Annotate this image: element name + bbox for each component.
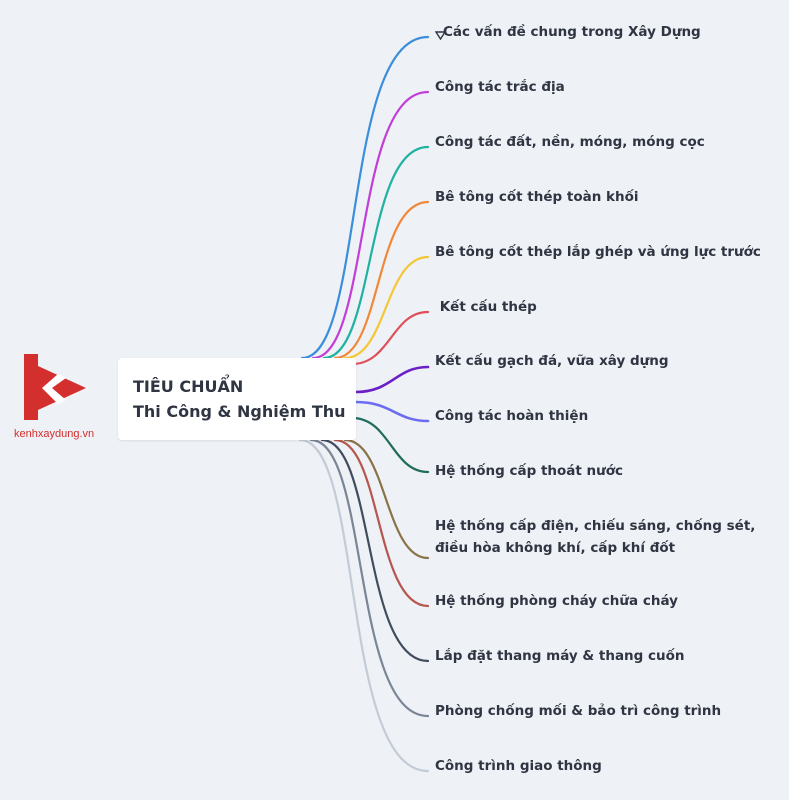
branch-steel-structure[interactable]: Kết cấu thép (435, 299, 537, 315)
connector-line (333, 200, 430, 360)
branch-electrical-hvac[interactable]: Hệ thống cấp điện, chiếu sáng, chống sét… (435, 518, 756, 556)
branch-monolithic-concrete[interactable]: Bê tông cốt thép toàn khối (435, 189, 639, 205)
connector-line (350, 416, 430, 474)
branch-surveying[interactable]: Công tác trắc địa (435, 79, 565, 95)
play-logo-icon (24, 354, 86, 420)
connector-line (298, 438, 430, 773)
logo: kenhxaydung.vn (14, 352, 104, 444)
connector-line (333, 438, 430, 608)
branch-label: Các vấn đề chung trong Xây Dựng (443, 24, 701, 40)
branch-transport-works[interactable]: Công trình giao thông (435, 758, 602, 774)
connector-line (311, 90, 430, 360)
branch-termite-maintenance[interactable]: Phòng chống mối & bảo trì công trình (435, 703, 722, 719)
connector-line (354, 400, 430, 423)
connector-line (343, 438, 430, 560)
root-subtitle: Thi Công & Nghiệm Thu (133, 402, 346, 421)
branch-earthwork-foundation[interactable]: Công tác đất, nền, móng, móng cọc (435, 134, 705, 150)
branch-general-issues[interactable]: Các vấn đề chung trong Xây Dựng (435, 21, 701, 43)
connector-line (350, 310, 430, 366)
branch-elevators[interactable]: Lắp đặt thang máy & thang cuốn (435, 648, 685, 664)
root-title: TIÊU CHUẨN (133, 377, 244, 396)
branch-finishing[interactable]: Công tác hoàn thiện (435, 408, 589, 424)
connector-line (309, 438, 430, 718)
connector-line (354, 365, 430, 394)
connector-line (322, 145, 430, 360)
root-node[interactable]: TIÊU CHUẨN Thi Công & Nghiệm Thu (118, 358, 356, 440)
logo-text: kenhxaydung.vn (14, 428, 95, 440)
connector-line (300, 35, 430, 360)
branch-masonry[interactable]: Kết cấu gạch đá, vữa xây dựng (435, 353, 669, 369)
branch-fire-protection[interactable]: Hệ thống phòng cháy chữa cháy (435, 593, 678, 609)
connector-line (343, 255, 430, 360)
branch-water-supply[interactable]: Hệ thống cấp thoát nước (435, 463, 624, 479)
connector-line (320, 438, 430, 663)
branch-precast-prestressed[interactable]: Bê tông cốt thép lắp ghép và ứng lực trư… (435, 244, 761, 260)
